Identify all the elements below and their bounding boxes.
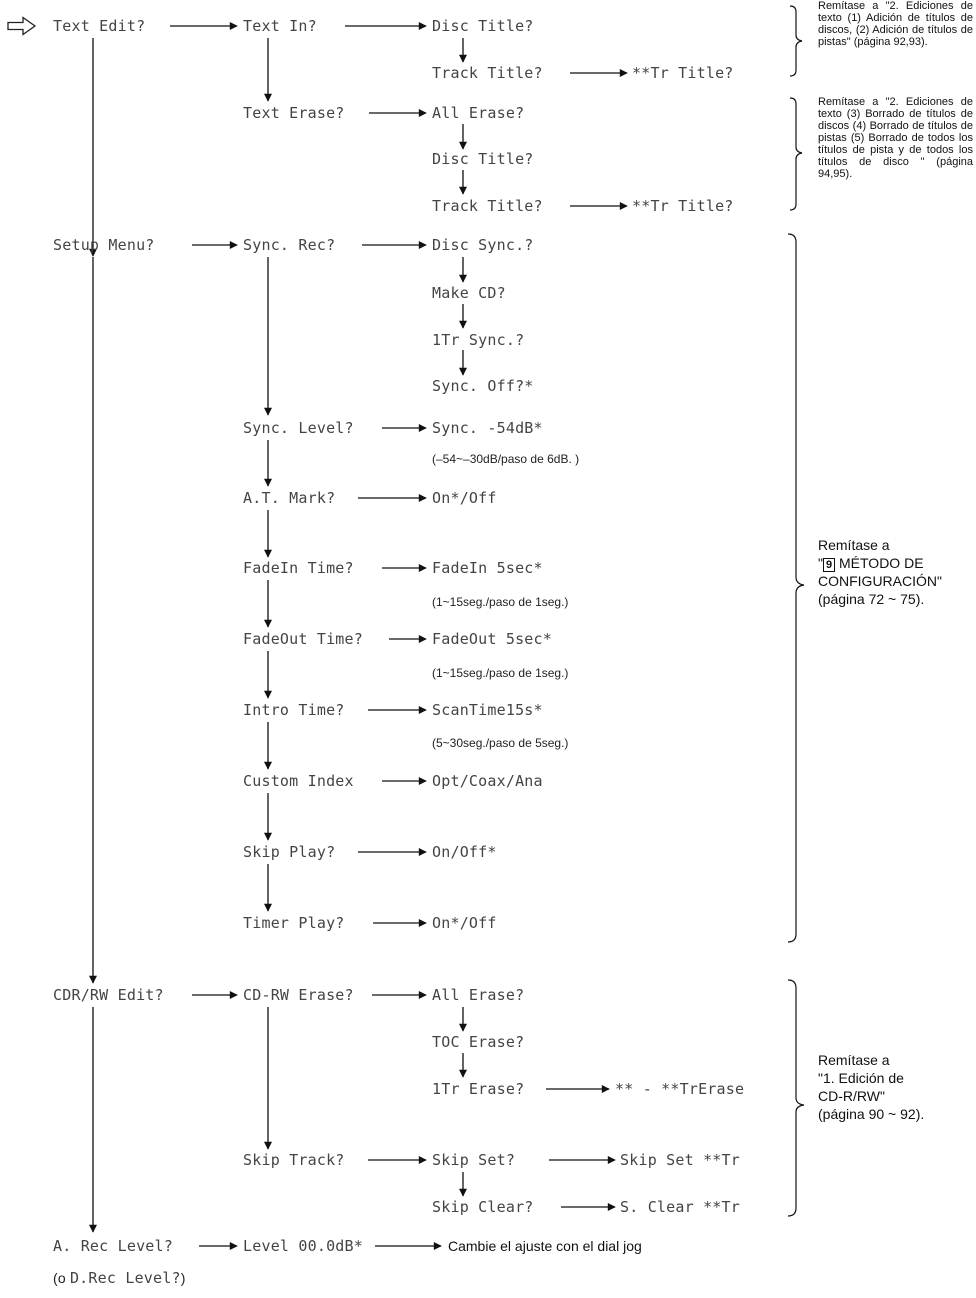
menu-skip-set: Skip Set? bbox=[432, 1151, 516, 1169]
menu-te-all-erase: All Erase? bbox=[432, 104, 525, 122]
menu-at-mark: A.T. Mark? bbox=[243, 489, 336, 507]
menu-fadeout-time: FadeOut Time? bbox=[243, 630, 363, 648]
menu-ti-disc-title: Disc Title? bbox=[432, 17, 534, 35]
menu-1tr-erase: 1Tr Erase? bbox=[432, 1080, 525, 1098]
menu-skip-clear-value: S. Clear **Tr bbox=[620, 1198, 740, 1216]
menu-custom-index-value: Opt/Coax/Ana bbox=[432, 772, 543, 790]
menu-sync-level: Sync. Level? bbox=[243, 419, 354, 437]
menu-sync-off: Sync. Off?* bbox=[432, 377, 534, 395]
menu-toc-erase: TOC Erase? bbox=[432, 1033, 525, 1051]
menu-timer-play: Timer Play? bbox=[243, 914, 345, 932]
menu-fadeout-value: FadeOut 5sec* bbox=[432, 630, 552, 648]
menu-timer-play-value: On*/Off bbox=[432, 914, 497, 932]
brace-setup bbox=[787, 233, 805, 943]
menu-skip-play: Skip Play? bbox=[243, 843, 336, 861]
menu-skip-play-value: On/Off* bbox=[432, 843, 497, 861]
menu-ti-tr-title: **Tr Title? bbox=[632, 64, 734, 82]
note-text-in: Remítase a "2. Ediciones de texto (1) Ad… bbox=[818, 0, 973, 48]
hollow-right-arrow-icon bbox=[7, 16, 37, 36]
note-cdrw: Remítase a "1. Edición de CD-R/RW" (pági… bbox=[818, 1052, 925, 1122]
menu-intro-value: ScanTime15s* bbox=[432, 701, 543, 719]
section-number-box: 9 bbox=[822, 558, 836, 572]
menu-d-rec-level-note: (o D.Rec Level?) bbox=[53, 1269, 186, 1287]
note-setup: Remítase a "9 MÉTODO DE CONFIGURACIÓN" (… bbox=[818, 537, 942, 607]
menu-fadein-range: (1~15seg./paso de 1seg.) bbox=[432, 595, 569, 609]
menu-setup-menu: Setup Menu? bbox=[53, 236, 155, 254]
brace-text-in bbox=[789, 5, 803, 77]
menu-intro-time: Intro Time? bbox=[243, 701, 345, 719]
menu-skip-set-value: Skip Set **Tr bbox=[620, 1151, 740, 1169]
menu-sync-level-value: Sync. -54dB* bbox=[432, 419, 543, 437]
menu-a-rec-level: A. Rec Level? bbox=[53, 1237, 173, 1255]
menu-at-mark-value: On*/Off bbox=[432, 489, 497, 507]
menu-text-in: Text In? bbox=[243, 17, 317, 35]
menu-fadeout-range: (1~15seg./paso de 1seg.) bbox=[432, 666, 569, 680]
menu-intro-range: (5~30seg./paso de 5seg.) bbox=[432, 736, 569, 750]
note-text-erase: Remítase a "2. Ediciones de texto (3) Bo… bbox=[818, 96, 973, 180]
menu-make-cd: Make CD? bbox=[432, 284, 506, 302]
jog-dial-note: Cambie el ajuste con el dial jog bbox=[448, 1238, 642, 1254]
menu-1tr-erase-value: ** - **TrErase bbox=[615, 1080, 745, 1098]
menu-te-tr-title: **Tr Title? bbox=[632, 197, 734, 215]
menu-text-edit: Text Edit? bbox=[53, 17, 146, 35]
brace-cdrw bbox=[787, 979, 805, 1217]
menu-skip-clear: Skip Clear? bbox=[432, 1198, 534, 1216]
menu-cdr-rw-edit: CDR/RW Edit? bbox=[53, 986, 164, 1004]
menu-rw-all-erase: All Erase? bbox=[432, 986, 525, 1004]
menu-1tr-sync: 1Tr Sync.? bbox=[432, 331, 525, 349]
menu-fadein-time: FadeIn Time? bbox=[243, 559, 354, 577]
menu-te-track-title: Track Title? bbox=[432, 197, 543, 215]
menu-text-erase: Text Erase? bbox=[243, 104, 345, 122]
menu-disc-sync: Disc Sync.? bbox=[432, 236, 534, 254]
menu-ti-track-title: Track Title? bbox=[432, 64, 543, 82]
brace-text-erase bbox=[789, 97, 803, 211]
menu-fadein-value: FadeIn 5sec* bbox=[432, 559, 543, 577]
menu-te-disc-title: Disc Title? bbox=[432, 150, 534, 168]
menu-sync-rec: Sync. Rec? bbox=[243, 236, 336, 254]
menu-custom-index: Custom Index bbox=[243, 772, 354, 790]
menu-level-value: Level 00.0dB* bbox=[243, 1237, 363, 1255]
menu-skip-track: Skip Track? bbox=[243, 1151, 345, 1169]
menu-sync-level-range: (–54~–30dB/paso de 6dB. ) bbox=[432, 452, 580, 466]
menu-cd-rw-erase: CD-RW Erase? bbox=[243, 986, 354, 1004]
